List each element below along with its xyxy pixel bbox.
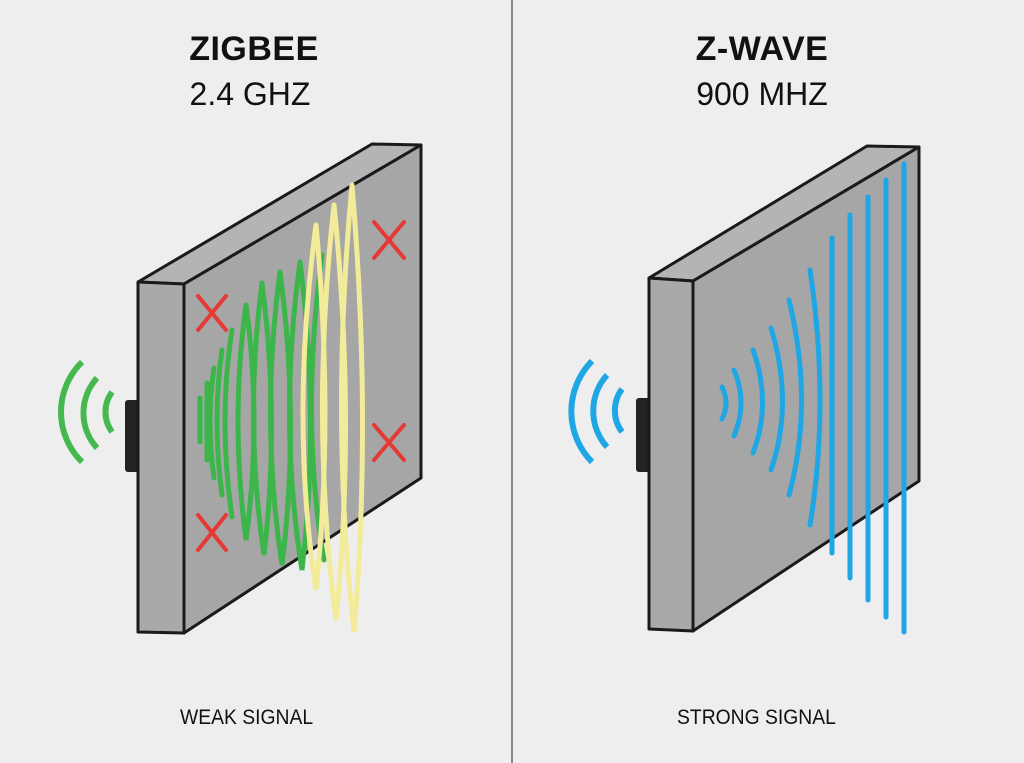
zigbee-passthrough-waves [300,182,366,633]
zigbee-panel: ZIGBEE 2.4 GHZ [57,30,423,729]
zwave-title: Z-WAVE [695,30,829,68]
zigbee-transmitter-signal-icon [57,359,115,465]
zigbee-frequency: 2.4 GHZ [189,76,311,112]
zigbee-caption: WEAK SIGNAL [180,706,314,729]
panel-divider [511,0,513,763]
zwave-penetrating-waves [719,161,907,635]
zigbee-absorbed-waves [197,252,327,571]
zwave-panel: Z-WAVE 900 MHZ STRONG SI [512,0,1024,763]
zwave-frequency: 900 MHZ [696,76,828,112]
zigbee-title: ZIGBEE [189,30,319,68]
zigbee-wall-diagram [57,142,423,635]
blocked-x-icon [196,220,406,552]
zwave-wall-diagram [568,144,921,635]
zwave-transmitter-signal-icon [568,358,625,465]
zwave-caption: STRONG SIGNAL [677,706,836,729]
